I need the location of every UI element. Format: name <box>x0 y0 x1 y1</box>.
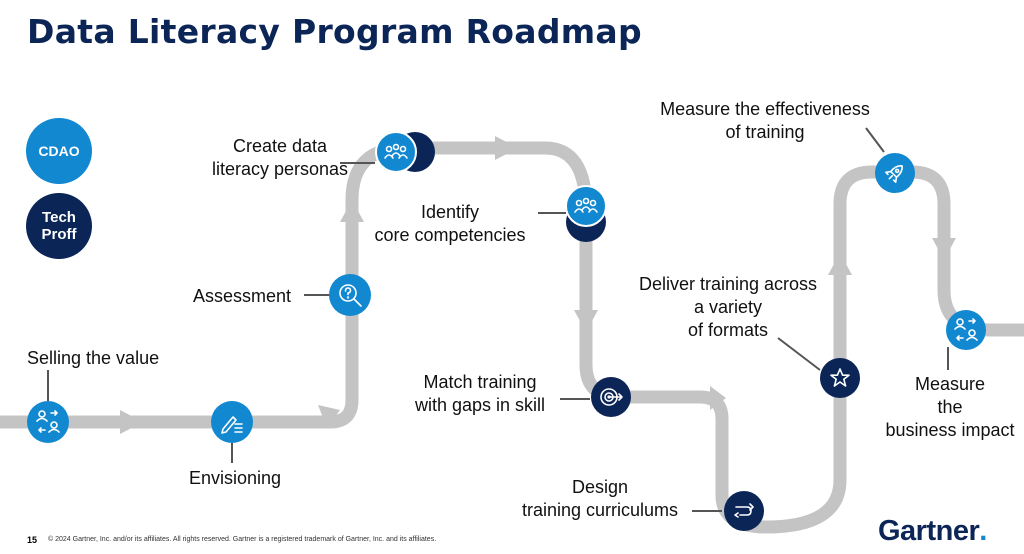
label-measure-impact: Measure the business impact <box>885 374 1015 440</box>
milestone-design[interactable] <box>724 491 764 531</box>
label-assessment: Assessment <box>193 286 292 306</box>
page-title: Data Literacy Program Roadmap <box>27 12 642 51</box>
milestone-measure-training[interactable] <box>875 153 915 193</box>
legend-tech-label-line2: Proff <box>41 226 77 243</box>
milestone-selling[interactable] <box>27 401 69 443</box>
people-exchange-icon <box>36 410 60 433</box>
legend-cdao: CDAO <box>26 118 92 184</box>
route-icon <box>734 503 754 518</box>
people-exchange-icon <box>954 318 978 341</box>
connector-line <box>865 127 885 153</box>
pen-list-icon <box>221 416 243 434</box>
connector-line <box>777 337 821 371</box>
milestone-measure-impact[interactable] <box>946 310 986 350</box>
magnifier-question-icon <box>339 284 362 307</box>
label-envisioning: Envisioning <box>188 468 282 488</box>
label-match: Match training with gaps in skill <box>414 372 546 415</box>
label-personas: Create data literacy personas <box>211 136 349 179</box>
path-arrow <box>710 386 726 410</box>
star-icon <box>830 368 850 387</box>
milestone-deliver[interactable] <box>820 358 860 398</box>
copyright-notice: © 2024 Gartner, Inc. and/or its affiliat… <box>48 536 437 543</box>
path-arrow <box>574 310 598 332</box>
path-arrow <box>340 200 364 222</box>
milestone-personas[interactable] <box>375 131 435 173</box>
label-selling: Selling the value <box>27 348 160 368</box>
people-group-icon <box>384 143 408 159</box>
label-competencies: Identify core competencies <box>374 202 526 245</box>
target-arrow-icon <box>600 388 623 406</box>
path-arrow <box>120 410 143 434</box>
milestone-match[interactable] <box>591 377 631 417</box>
label-deliver: Deliver training across a variety of for… <box>638 274 818 340</box>
legend-cdao-label: CDAO <box>38 142 80 159</box>
path-arrow <box>828 253 852 275</box>
label-measure-training: Measure the effectiveness of training <box>660 99 870 142</box>
path-arrow <box>318 405 340 428</box>
people-group-icon <box>574 197 598 213</box>
brand-dot: . <box>979 515 987 547</box>
milestone-competencies[interactable] <box>565 185 607 242</box>
label-design: Design training curriculums <box>521 477 679 520</box>
milestone-assessment[interactable] <box>329 274 371 316</box>
legend-tech-proff: Tech Proff <box>26 193 92 259</box>
page-number: 15 <box>27 535 38 545</box>
brand-name: Gartner <box>878 515 980 547</box>
milestone-envisioning[interactable] <box>211 401 253 443</box>
path-arrow <box>932 238 956 260</box>
gartner-logo: Gartner. <box>878 515 987 548</box>
rocket-icon <box>885 165 903 183</box>
legend-tech-label-line1: Tech <box>42 208 76 226</box>
path-arrow <box>495 136 518 160</box>
